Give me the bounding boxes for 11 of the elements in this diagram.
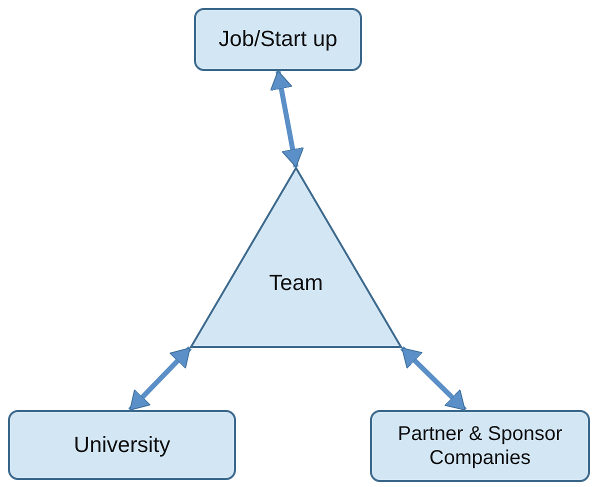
- rounded-box: [8, 410, 236, 480]
- double-arrow: [400, 346, 467, 412]
- double-arrow: [270, 70, 304, 168]
- node-label: Team: [269, 270, 323, 296]
- node-label: Job/Start up: [218, 26, 338, 53]
- rounded-box: [370, 410, 590, 482]
- double-arrow: [128, 346, 192, 412]
- rounded-box: [194, 8, 362, 71]
- node-label: Partner & Sponsor Companies: [396, 422, 564, 470]
- node-label: University: [74, 432, 170, 458]
- triangle-shape: [190, 167, 402, 348]
